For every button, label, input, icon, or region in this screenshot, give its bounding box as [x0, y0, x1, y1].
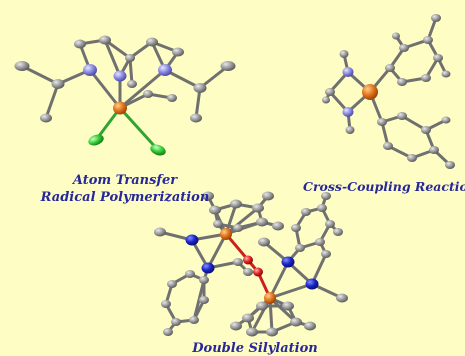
cross-coupling-carbon-atoms [322, 14, 455, 169]
cross-coupling-nitrogen-atoms [342, 67, 354, 117]
double-silylation-carbon-atoms [154, 191, 348, 337]
atrp-chlorine-atoms [88, 134, 166, 156]
atom-transfer-caption: Atom Transfer Radical Polymerization [40, 172, 210, 206]
cross-coupling-catalyst-structure [322, 14, 455, 169]
atom-transfer-caption-line2: Radical Polymerization [40, 190, 210, 205]
double-silylation-metal-atoms [220, 228, 276, 304]
cross-coupling-caption: Cross-Coupling Reaction [303, 179, 465, 194]
atrp-nitrogen-atoms [83, 64, 172, 82]
cross-coupling-metal-atom [362, 84, 378, 100]
double-silylation-oxygen-atoms [243, 255, 263, 277]
double-silylation-catalyst-structure [154, 191, 348, 337]
atrp-catalyst-structure [14, 35, 236, 156]
double-silylation-caption: Double Silylation [192, 341, 318, 356]
double-silylation-nitrogen-atoms [185, 234, 319, 290]
atrp-copper-atom [113, 101, 127, 115]
atom-transfer-caption-line1: Atom Transfer [72, 173, 178, 188]
atrp-carbon-atoms [14, 35, 236, 123]
